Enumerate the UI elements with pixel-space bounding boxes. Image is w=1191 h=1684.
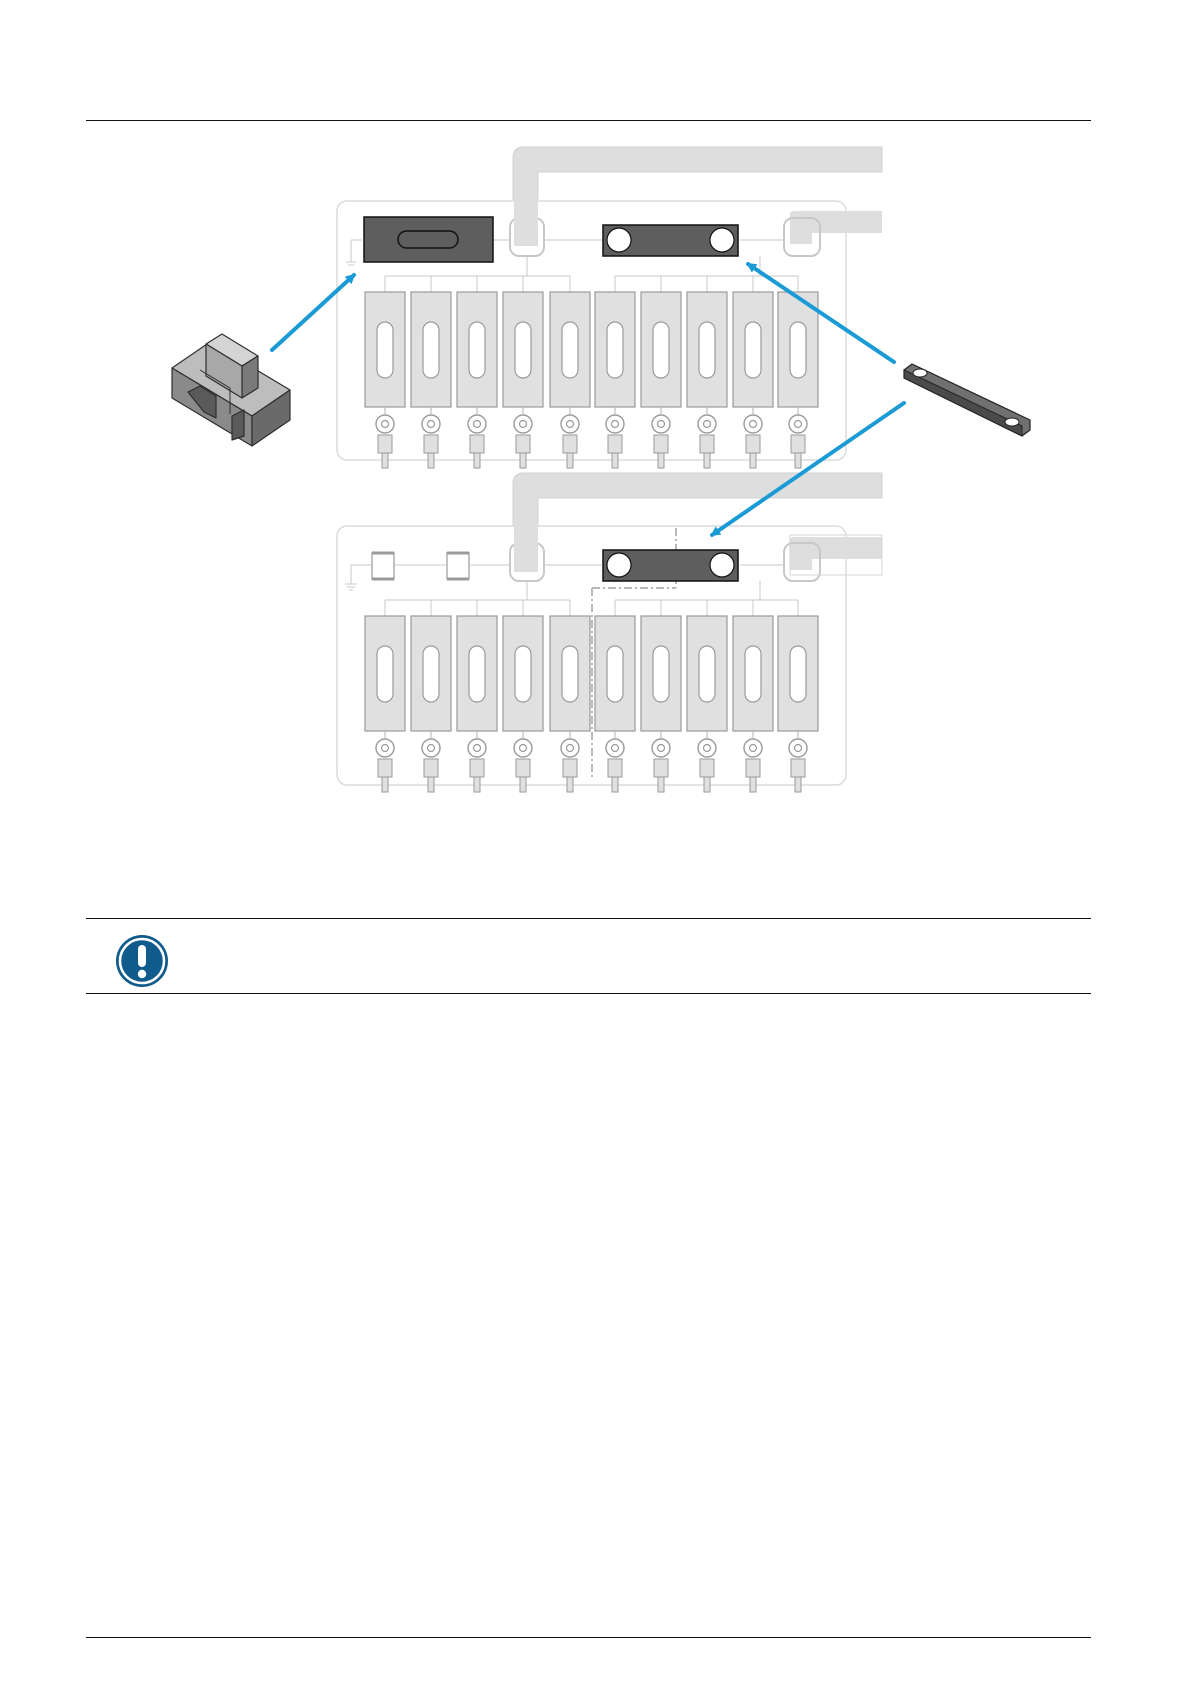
jumper-slot bbox=[364, 217, 493, 262]
arrow-to-lower-bridge bbox=[712, 403, 904, 535]
notice-bottom-rule bbox=[86, 993, 1091, 994]
bridge-bar-lower bbox=[603, 550, 738, 581]
installation-diagram bbox=[0, 0, 1191, 840]
arrow-to-jumper-slot bbox=[272, 275, 354, 350]
bridge-bar-part bbox=[904, 364, 1030, 436]
bridge-bar-upper bbox=[603, 225, 738, 256]
lower-panel bbox=[337, 473, 882, 792]
notice-top-rule bbox=[86, 918, 1091, 919]
exclamation-icon bbox=[114, 933, 170, 989]
upper-panel bbox=[337, 147, 882, 468]
spool-terminals bbox=[372, 553, 469, 579]
footer-rule bbox=[86, 1637, 1091, 1638]
upper-fuse-row bbox=[365, 292, 818, 468]
